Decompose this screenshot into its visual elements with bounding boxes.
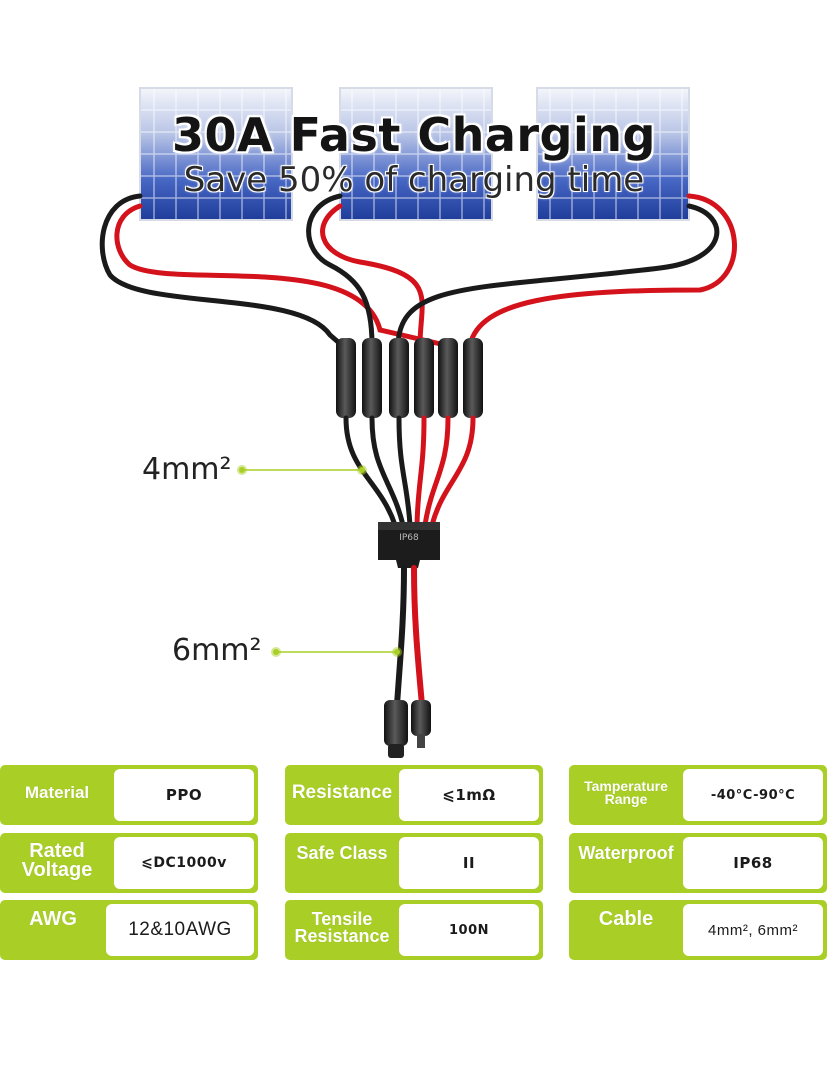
spec-label: Rated Voltage	[21, 840, 93, 881]
callout-leader-4mm	[237, 465, 367, 475]
junction-label: IP68	[399, 533, 419, 543]
branch-cable-callout: 4mm²	[142, 452, 232, 487]
spec-value: II	[399, 837, 539, 889]
spec-label: Tensile Resistance	[294, 908, 390, 946]
spec-card-resistance: Resistance ⩽1mΩ	[285, 765, 543, 825]
spec-value: ⩽DC1000v	[114, 837, 254, 889]
spec-card-tensile: Tensile Resistance 100N	[285, 900, 543, 960]
main-cables	[394, 565, 425, 708]
headline-title: 30A Fast Charging	[172, 108, 656, 162]
spec-value: PPO	[114, 769, 254, 821]
main-cable-callout: 6mm²	[172, 633, 262, 668]
spec-value: 100N	[399, 904, 539, 956]
junction-box: IP68	[378, 522, 440, 568]
spec-value: 4mm², 6mm²	[683, 904, 823, 956]
lower-branch-wires	[343, 415, 476, 528]
spec-card-awg: AWG 12&10AWG	[0, 900, 258, 960]
spec-card-cable: Cable 4mm², 6mm²	[569, 900, 827, 960]
spec-value: ⩽1mΩ	[399, 769, 539, 821]
spec-label: Resistance	[291, 781, 393, 803]
branch-connectors	[336, 338, 483, 418]
solar-panel-center	[339, 87, 493, 221]
spec-card-safe-class: Safe Class II	[285, 833, 543, 893]
spec-label: Waterproof	[578, 843, 674, 863]
spec-card-waterproof: Waterproof IP68	[569, 833, 827, 893]
spec-card-material: Material PPO	[0, 765, 258, 825]
branch-wires	[99, 193, 737, 351]
spec-card-rated-voltage: Rated Voltage ⩽DC1000v	[0, 833, 258, 893]
spec-label: Material	[24, 782, 90, 802]
spec-label: Tamperature Range	[584, 777, 668, 807]
solar-panel-left	[139, 87, 293, 221]
main-connectors	[384, 700, 431, 758]
callout-leader-6mm	[271, 647, 402, 657]
spec-label: Safe Class	[296, 843, 388, 863]
spec-value: 12&10AWG	[106, 904, 254, 956]
headline-subtitle: Save 50% of charging time	[183, 160, 645, 200]
spec-label: AWG	[29, 908, 77, 930]
solar-panel-right	[536, 87, 690, 221]
spec-value: -40°C-90°C	[683, 769, 823, 821]
spec-value: IP68	[683, 837, 823, 889]
spec-card-temperature: Tamperature Range -40°C-90°C	[569, 765, 827, 825]
spec-label: Cable	[598, 908, 654, 930]
